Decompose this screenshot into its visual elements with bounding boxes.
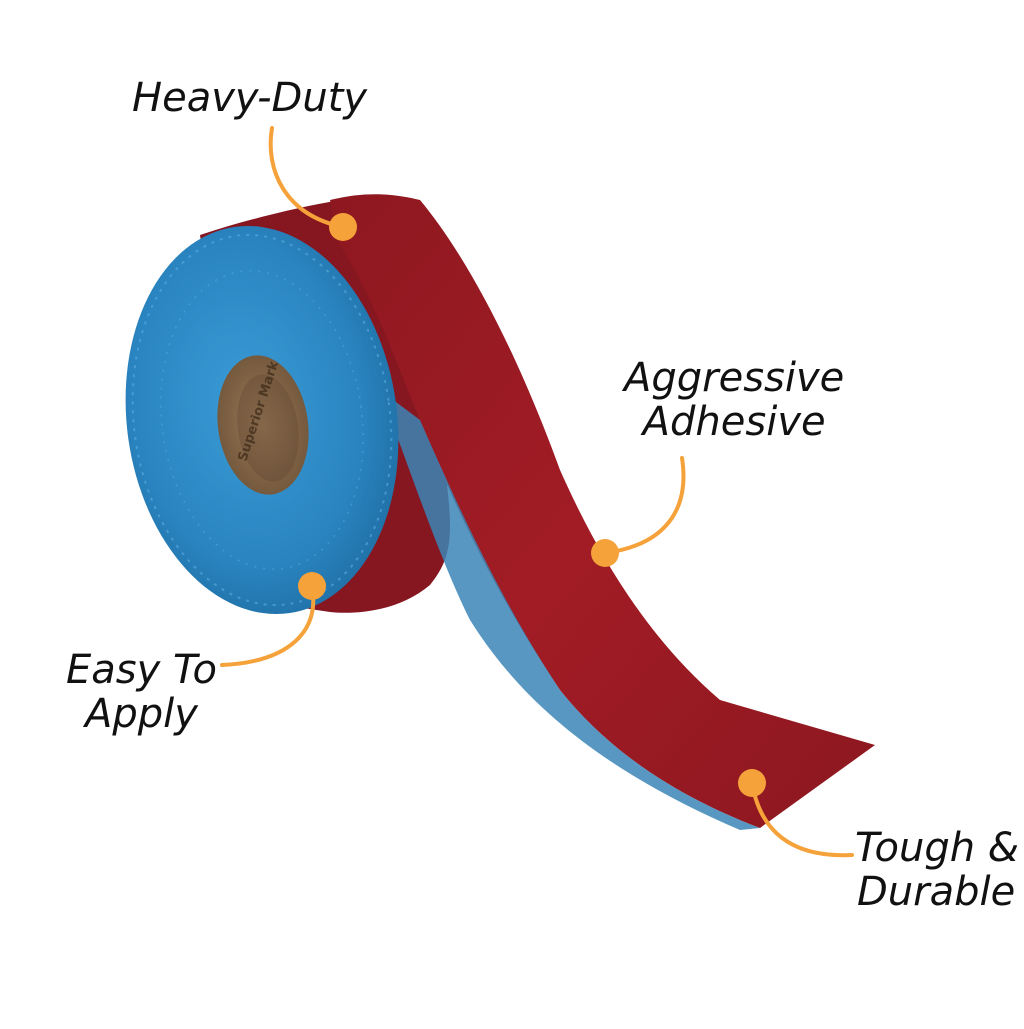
callout-tough-line2: Durable xyxy=(857,869,1016,915)
callout-dot-heavy-duty xyxy=(329,213,357,241)
callout-easy-line1: Easy To xyxy=(66,647,217,693)
callout-dot-tough-durable xyxy=(738,769,766,797)
callout-dot-easy-to-apply xyxy=(298,572,326,600)
roll-core xyxy=(217,355,309,495)
callout-easy-to-apply: Easy To Apply xyxy=(66,648,217,736)
callout-aggressive-line1: Aggressive xyxy=(624,355,845,401)
tape-strip xyxy=(330,194,875,828)
callout-aggressive-line2: Adhesive xyxy=(642,399,826,445)
callout-tough-durable: Tough & Durable xyxy=(855,826,1019,914)
callout-easy-line2: Apply xyxy=(85,691,198,737)
callout-aggressive-adhesive: Aggressive Adhesive xyxy=(624,356,844,444)
callout-tough-line1: Tough & xyxy=(855,825,1019,871)
callout-heavy-duty: Heavy-Duty xyxy=(132,75,368,121)
callout-dot-aggressive-adhesive xyxy=(591,539,619,567)
